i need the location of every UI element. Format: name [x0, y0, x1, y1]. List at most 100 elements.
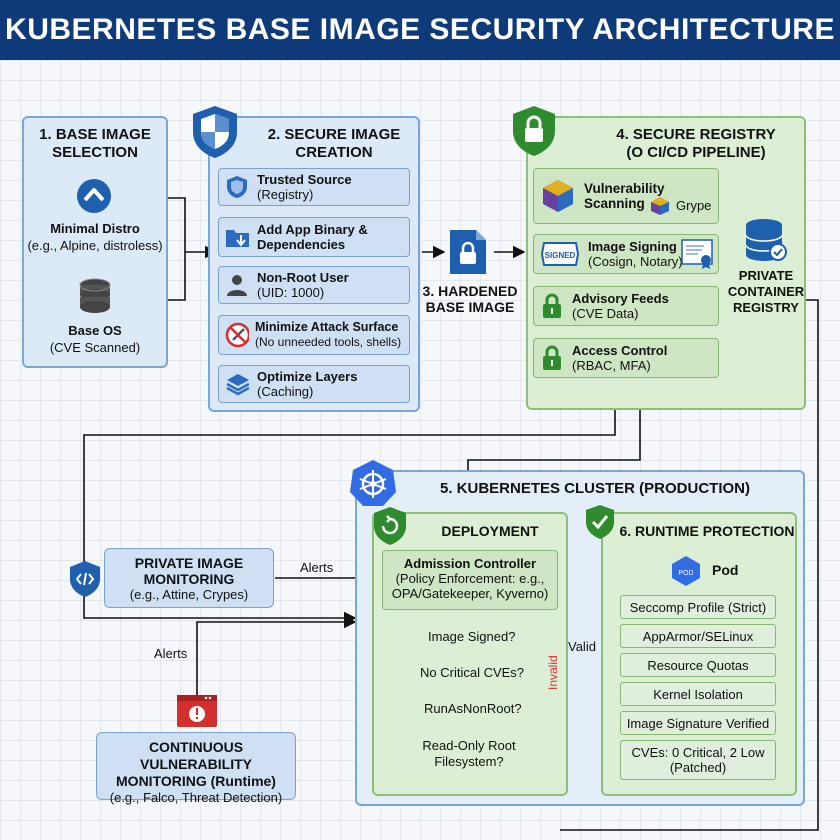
- continuous-sub: (e.g., Falco, Threat Detection): [109, 790, 283, 805]
- non-root-label: Non-Root User: [257, 270, 349, 285]
- code-shield-icon: [68, 560, 102, 598]
- folder-download-icon: [225, 225, 249, 249]
- step1-panel: 1. BASE IMAGE SELECTION Minimal Distro (…: [22, 116, 168, 368]
- check-image-signed: Image Signed?: [428, 629, 516, 644]
- vuln-line2: Scanning: [584, 196, 645, 211]
- step2-item-trusted-source: Trusted Source(Registry): [218, 168, 410, 206]
- readonly-line2: Filesystem?: [434, 754, 504, 769]
- admission-line2: OPA/Gatekeeper, Kyverno): [391, 586, 549, 601]
- optimize-sub: (Caching): [257, 384, 314, 399]
- step1-title-line2: SELECTION: [52, 144, 138, 161]
- step2-title-line1: 2. SECURE IMAGE: [267, 126, 401, 143]
- check-readonly-root: Read-Only Root Filesystem?: [414, 738, 524, 770]
- step2-item-non-root: Non-Root User(UID: 1000): [218, 266, 410, 304]
- deployment-title: DEPLOYMENT: [441, 523, 539, 539]
- add-binary-sub: Dependencies: [257, 237, 346, 252]
- step2-item-add-binary: Add App Binary &Dependencies: [218, 217, 410, 257]
- hardened-line1: 3. HARDENED: [422, 283, 518, 299]
- non-root-sub: (UID: 1000): [257, 285, 325, 300]
- os-sub: (CVE Scanned): [49, 340, 141, 355]
- grype-label: Grype: [676, 198, 712, 213]
- readonly-line1: Read-Only Root: [422, 738, 516, 753]
- continuous-line2: MONITORING (Runtime): [116, 773, 276, 789]
- pod-icon: POD: [670, 555, 702, 587]
- alert-monitor-icon: [176, 694, 218, 730]
- admission-line1: (Policy Enforcement: e.g.,: [395, 571, 545, 586]
- runtime-title: 6. RUNTIME PROTECTION: [619, 523, 795, 539]
- cube-icon: [540, 178, 576, 214]
- monitoring-line2: MONITORING: [143, 571, 235, 587]
- signed-badge-icon: SIGNED: [540, 242, 580, 266]
- step1-title-line1: 1. BASE IMAGE: [39, 126, 151, 143]
- pod-label: Pod: [712, 562, 739, 578]
- trusted-source-sub: (Registry): [257, 187, 314, 202]
- minimize-label: Minimize Attack Surface: [255, 320, 399, 334]
- step4-item-access: Access Control(RBAC, MFA): [533, 338, 719, 378]
- minimize-sub: (No unneeded tools, shells): [255, 335, 402, 349]
- step2-item-minimize: Minimize Attack Surface(No unneeded tool…: [218, 315, 410, 355]
- monitoring-alerts-label: Alerts: [300, 560, 334, 575]
- distro-label: Minimal Distro: [50, 221, 140, 236]
- registry-line3: REGISTRY: [733, 300, 799, 315]
- svg-text:SIGNED: SIGNED: [545, 251, 576, 260]
- step2-item-optimize: Optimize Layers(Caching): [218, 365, 410, 403]
- registry-line2: CONTAINER: [727, 284, 805, 299]
- certificate-icon: [680, 238, 716, 270]
- step4-lock-shield-icon: [510, 104, 558, 158]
- layers-icon: [225, 372, 249, 396]
- runtime-item-seccomp: Seccomp Profile (Strict): [620, 595, 776, 619]
- lock-icon: [540, 345, 564, 370]
- deployment-shield-icon: [372, 506, 408, 546]
- check-no-critical-cves: No Critical CVEs?: [420, 665, 525, 680]
- cves-line2: (Patched): [669, 760, 727, 775]
- runtime-item-cves: CVEs: 0 Critical, 2 Low (Patched): [620, 740, 776, 780]
- svg-text:POD: POD: [678, 570, 693, 577]
- continuous-line1: CONTINUOUS VULNERABILITY: [140, 739, 252, 772]
- check-run-as-non-root: RunAsNonRoot?: [424, 701, 522, 716]
- access-label: Access Control: [572, 343, 668, 358]
- step4-title-line2: (O CI/CD PIPELINE): [626, 144, 766, 161]
- runtime-item-kernel: Kernel Isolation: [620, 682, 776, 706]
- runtime-item-signature: Image Signature Verified: [620, 711, 776, 735]
- registry-line1: PRIVATE: [738, 268, 794, 283]
- runtime-item-apparmor: AppArmor/SELinux: [620, 624, 776, 648]
- valid-label: Valid: [568, 639, 596, 654]
- step2-title-line2: CREATION: [295, 144, 373, 161]
- registry-database-icon: [744, 218, 788, 264]
- cves-line1: CVEs: 0 Critical, 2 Low: [631, 745, 765, 760]
- kubernetes-icon: [348, 458, 398, 508]
- step2-shield-icon: [190, 104, 240, 160]
- distro-icon: [76, 178, 112, 214]
- access-sub: (RBAC, MFA): [572, 358, 651, 373]
- invalid-label: Invalid: [546, 655, 560, 690]
- private-image-monitoring-box: PRIVATE IMAGE MONITORING (e.g., Attine, …: [104, 548, 274, 608]
- step4-title-line1: 4. SECURE REGISTRY: [616, 126, 776, 143]
- no-tools-icon: [225, 322, 249, 348]
- continuous-alerts-label: Alerts: [154, 646, 188, 661]
- grype-icon: [650, 196, 670, 216]
- continuous-monitoring-box: CONTINUOUS VULNERABILITY MONITORING (Run…: [96, 732, 296, 805]
- os-label: Base OS: [68, 323, 122, 338]
- advisory-sub: (CVE Data): [572, 306, 639, 321]
- monitoring-sub: (e.g., Attine, Crypes): [129, 587, 249, 602]
- add-binary-label: Add App Binary &: [257, 222, 368, 237]
- signing-sub: (Cosign, Notary): [588, 254, 683, 269]
- vuln-line1: Vulnerability: [584, 181, 665, 196]
- shield-icon: [225, 175, 249, 199]
- step5-title: 5. KUBERNETES CLUSTER (PRODUCTION): [439, 480, 750, 497]
- runtime-check-shield-icon: [584, 504, 616, 540]
- user-icon: [225, 273, 249, 297]
- step2-panel: 2. SECURE IMAGE CREATION: [208, 116, 420, 412]
- advisory-label: Advisory Feeds: [572, 291, 669, 306]
- runtime-item-quotas: Resource Quotas: [620, 653, 776, 677]
- trusted-source-label: Trusted Source: [257, 172, 352, 187]
- database-icon: [78, 278, 112, 318]
- distro-sub: (e.g., Alpine, distroless): [27, 238, 163, 253]
- hardened-line2: BASE IMAGE: [425, 299, 515, 315]
- page-title: KUBERNETES BASE IMAGE SECURITY ARCHITECT…: [0, 0, 840, 60]
- signing-label: Image Signing: [588, 239, 677, 254]
- lock-icon: [540, 293, 564, 318]
- monitoring-line1: PRIVATE IMAGE: [134, 555, 244, 571]
- step4-item-advisory: Advisory Feeds(CVE Data): [533, 286, 719, 326]
- hardened-image-icon: [448, 228, 488, 276]
